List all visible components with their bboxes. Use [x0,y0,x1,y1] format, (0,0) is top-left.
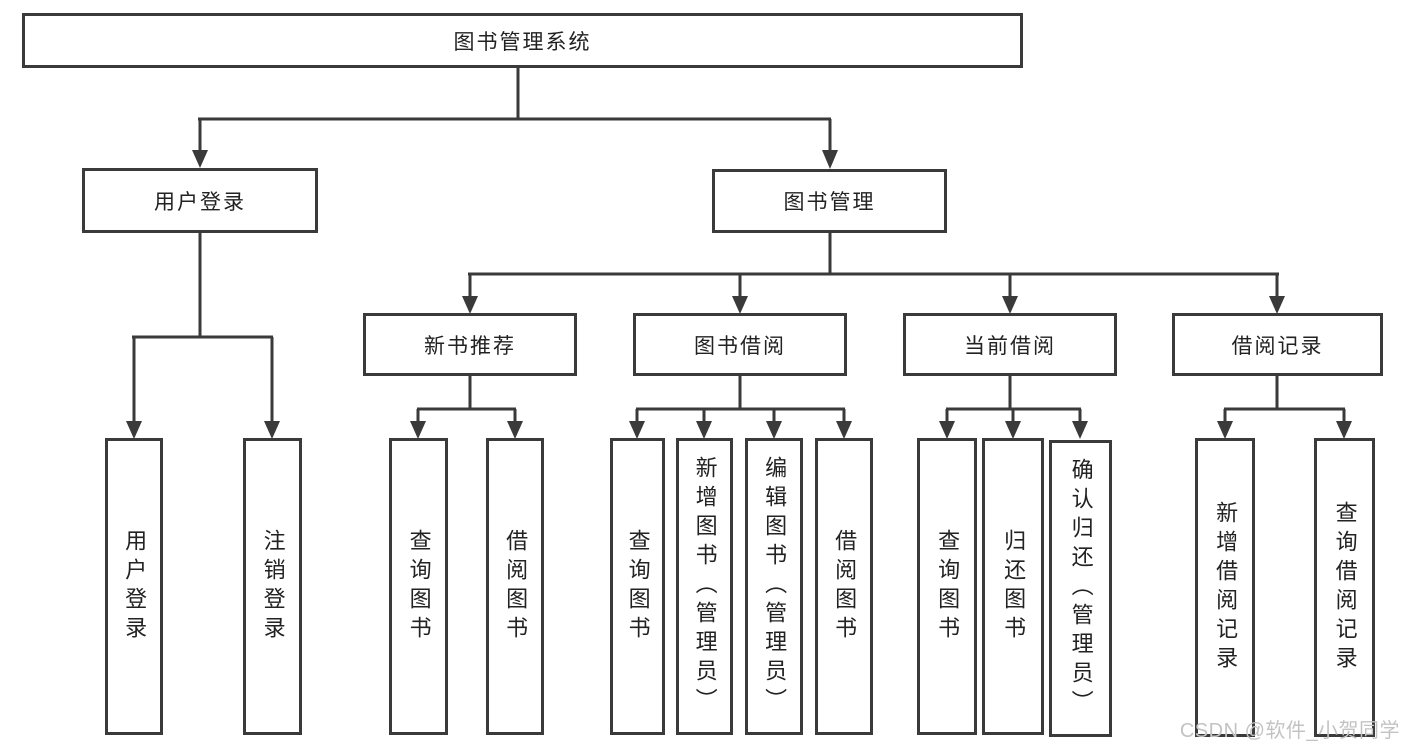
node-book-borrow: 图书借阅 [633,313,847,376]
node-new-book-recommend: 新书推荐 [363,313,577,376]
leaf-add-books-admin: 新增图书（管理员） [676,438,733,735]
leaf-confirm-return-admin: 确认归还（管理员） [1049,440,1112,737]
node-current-borrow: 当前借阅 [903,313,1117,376]
leaf-add-borrow-record: 新增借阅记录 [1195,438,1255,737]
node-root-system: 图书管理系统 [22,13,1023,68]
node-book-management: 图书管理 [712,169,947,233]
arrowheads [126,150,1352,439]
leaf-return-books: 归还图书 [982,438,1044,735]
node-borrow-records: 借阅记录 [1172,313,1383,376]
leaf-query-borrow-record: 查询借阅记录 [1314,438,1375,737]
node-user-login: 用户登录 [82,168,318,233]
leaf-user-login: 用户登录 [105,438,163,735]
watermark: CSDN @软件_小贺同学 [1179,720,1400,742]
leaf-logout: 注销登录 [243,438,302,735]
leaf-query-books-current: 查询图书 [917,438,977,735]
leaf-edit-books-admin: 编辑图书（管理员） [745,438,803,735]
leaf-borrow-books: 借阅图书 [815,438,873,735]
leaf-query-books-borrow: 查询图书 [610,438,665,735]
leaf-borrow-books-recommend: 借阅图书 [486,438,544,735]
leaf-query-books-recommend: 查询图书 [389,438,448,735]
